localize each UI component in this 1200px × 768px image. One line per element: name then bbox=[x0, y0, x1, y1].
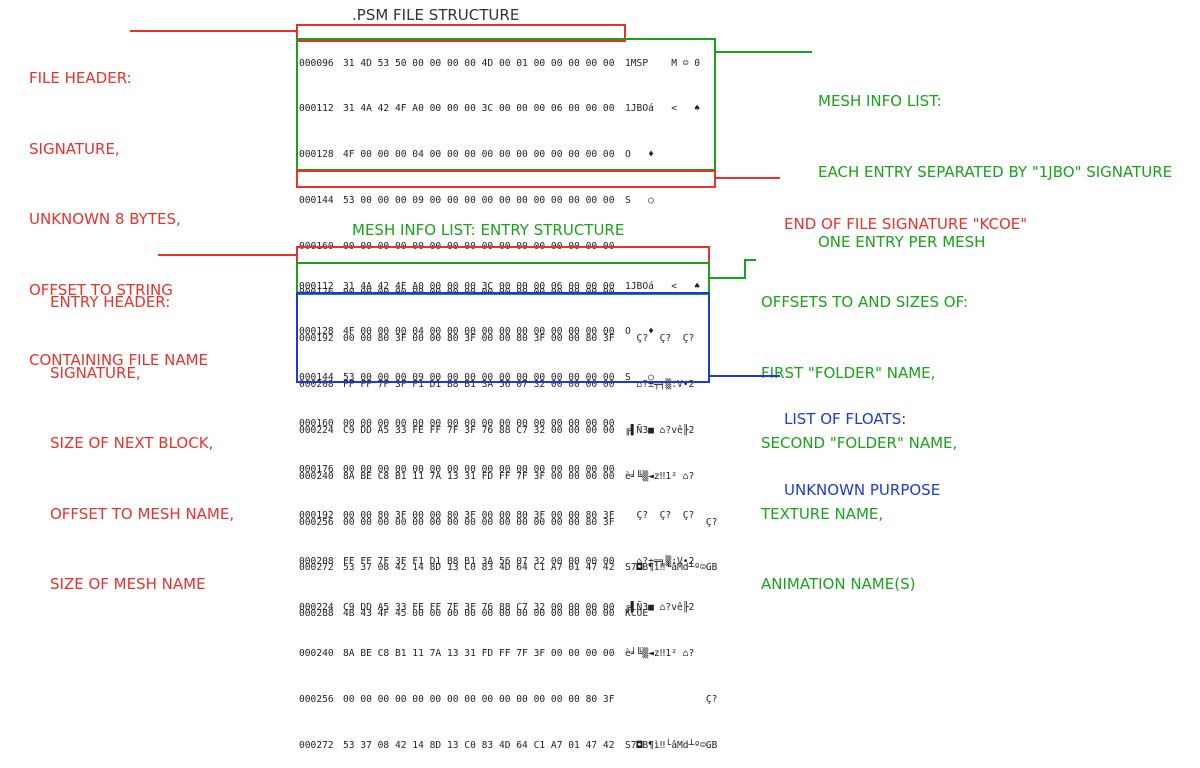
file-header-box bbox=[296, 24, 626, 42]
diagram1-title: .PSM FILE STRUCTURE bbox=[352, 6, 520, 24]
file-header-label: FILE HEADER: SIGNATURE, UNKNOWN 8 BYTES,… bbox=[29, 69, 208, 369]
mesh-info-label: MESH INFO LIST: EACH ENTRY SEPARATED BY … bbox=[818, 92, 1173, 251]
diagram2-title: MESH INFO LIST: ENTRY STRUCTURE bbox=[352, 221, 625, 239]
offsets-connector bbox=[710, 259, 756, 279]
end-signature-label: END OF FILE SIGNATURE "KCOE" bbox=[784, 215, 1028, 233]
connector-lines bbox=[130, 30, 812, 377]
offsets-box bbox=[296, 262, 710, 295]
floats-box bbox=[296, 292, 710, 383]
end-signature-box bbox=[296, 170, 716, 188]
